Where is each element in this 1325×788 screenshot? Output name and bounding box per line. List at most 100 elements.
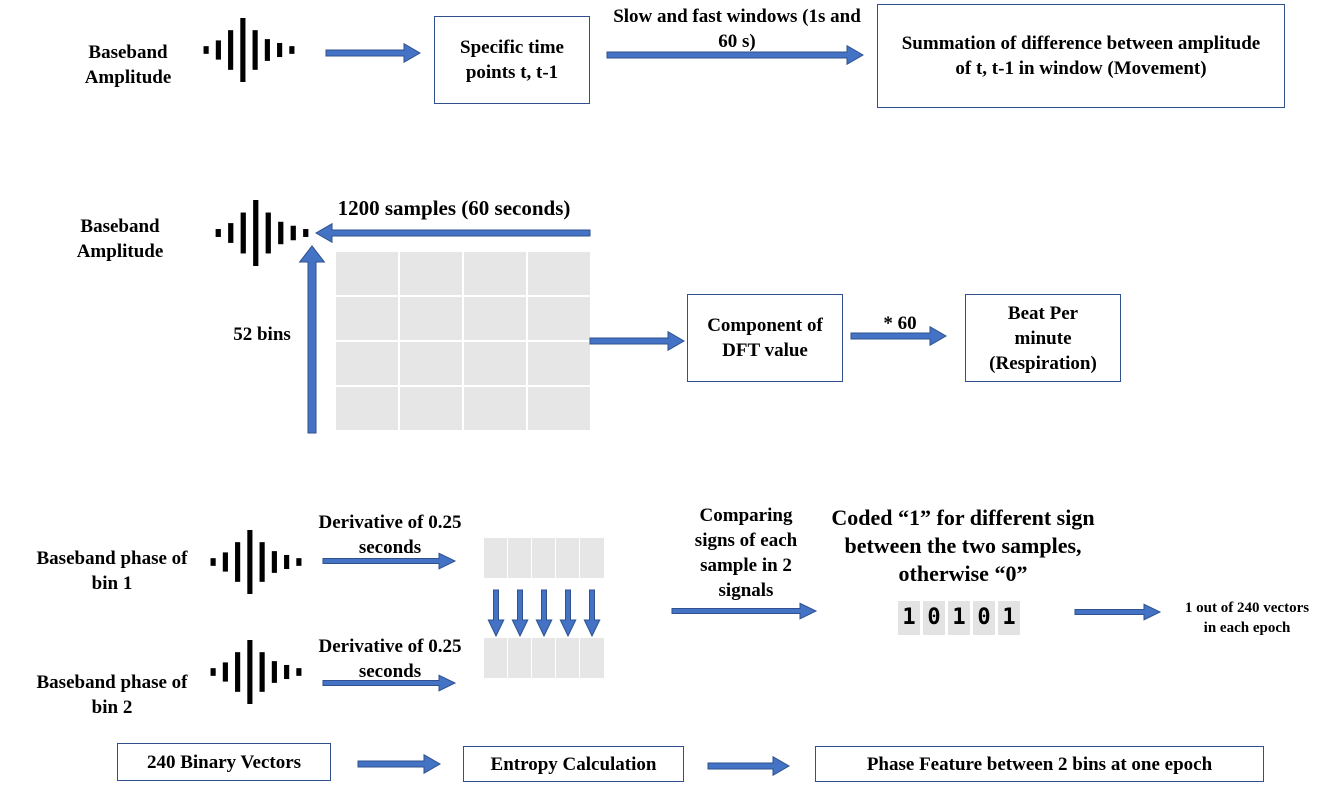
waveform-bar xyxy=(277,42,283,58)
waveform-bar xyxy=(247,640,253,704)
time-points-box: Specific time points t, t-1 xyxy=(434,16,590,104)
multiplier-label: * 60 xyxy=(883,313,917,334)
waveform-bar xyxy=(235,652,241,692)
signal-cell xyxy=(556,538,579,578)
waveform-bar xyxy=(203,46,209,54)
arrow-down-icon xyxy=(511,589,529,638)
derivative-label-1: Derivative of 0.25 seconds xyxy=(318,512,462,558)
waveform-bar xyxy=(235,542,241,582)
signal-cell xyxy=(580,638,604,678)
signal-cell xyxy=(484,538,507,578)
arrow-right-icon xyxy=(322,674,457,692)
arrow-right-icon xyxy=(589,330,685,352)
grid-cell xyxy=(336,252,398,295)
arrow-down-icon xyxy=(487,589,505,638)
grid-cell xyxy=(400,387,462,430)
waveform-bar xyxy=(284,554,290,570)
arrow-left-icon xyxy=(315,222,591,244)
waveform-bar xyxy=(259,542,265,582)
waveform-bar xyxy=(240,18,246,82)
arrow-down-icon xyxy=(559,589,577,638)
signal-cell xyxy=(484,638,507,678)
bin1-label: Baseband phase of bin 1 xyxy=(36,548,188,594)
grid-cell xyxy=(464,297,526,340)
phase-feature-box: Phase Feature between 2 bins at one epoc… xyxy=(815,746,1264,782)
dft-matrix-grid xyxy=(336,252,590,430)
arrow-right-icon xyxy=(671,602,818,620)
waveform-icon xyxy=(207,530,305,594)
row2-input-label: Baseband Amplitude xyxy=(76,216,164,262)
arrow-down-icon xyxy=(583,589,601,638)
waveform-bar xyxy=(289,46,295,54)
waveform-bar xyxy=(222,552,228,572)
samples-label: 1200 samples (60 seconds) xyxy=(337,196,571,220)
signal-cell xyxy=(532,638,555,678)
bit-cell: 0 xyxy=(923,601,945,635)
waveform-bar xyxy=(265,212,271,254)
waveform-bar xyxy=(303,229,309,237)
waveform-bar xyxy=(271,661,277,683)
waveform-bar xyxy=(215,40,221,60)
grid-cell xyxy=(464,252,526,295)
entropy-box: Entropy Calculation xyxy=(463,746,684,782)
waveform-bar xyxy=(252,30,258,70)
waveform-icon xyxy=(207,640,305,704)
grid-cell xyxy=(464,342,526,385)
waveform-bar xyxy=(210,558,216,566)
bins-label: 52 bins xyxy=(233,324,291,345)
arrow-right-icon xyxy=(1074,603,1162,621)
waveform-bar xyxy=(215,229,221,237)
grid-cell xyxy=(400,252,462,295)
dft-box: Component of DFT value xyxy=(687,294,843,382)
waveform-bar xyxy=(296,668,302,676)
bin2-label: Baseband phase of bin 2 xyxy=(36,672,188,718)
grid-cell xyxy=(528,387,590,430)
movement-box: Summation of difference between amplitud… xyxy=(877,4,1285,108)
bit-cell: 1 xyxy=(948,601,970,635)
signal-cell xyxy=(508,538,531,578)
arrow-right-icon xyxy=(850,325,947,347)
waveform-bar xyxy=(259,652,265,692)
signal-cell xyxy=(508,638,531,678)
binary-vectors-box: 240 Binary Vectors xyxy=(117,743,331,781)
waveform-bar xyxy=(228,223,234,243)
signal-cell xyxy=(556,638,579,678)
bit-cell: 0 xyxy=(973,601,995,635)
signal-cell xyxy=(532,538,555,578)
arrow-right-icon xyxy=(707,755,790,777)
grid-cell xyxy=(336,342,398,385)
waveform-bar xyxy=(271,551,277,573)
waveform-bar xyxy=(210,668,216,676)
waveform-bar xyxy=(247,530,253,594)
waveform-icon xyxy=(200,18,298,82)
signal-cells-top xyxy=(484,538,604,578)
arrow-right-icon xyxy=(357,753,441,775)
output-label: 1 out of 240 vectors in each epoch xyxy=(1184,600,1310,636)
arrow-up-icon xyxy=(298,245,326,434)
bit-cell: 1 xyxy=(898,601,920,635)
arrow-down-icon xyxy=(535,589,553,638)
window-label: Slow and fast windows (1s and 60 s) xyxy=(613,6,861,52)
arrow-right-icon xyxy=(325,42,421,64)
arrow-right-icon xyxy=(322,552,457,570)
grid-cell xyxy=(528,252,590,295)
grid-cell xyxy=(400,342,462,385)
waveform-bar xyxy=(228,30,234,70)
grid-cell xyxy=(400,297,462,340)
waveform-bar xyxy=(278,221,284,245)
row1-input-label: Baseband Amplitude xyxy=(84,42,172,88)
compare-label: Comparing signs of each sample in 2 sign… xyxy=(694,505,798,601)
grid-cell xyxy=(464,387,526,430)
bit-cell: 1 xyxy=(998,601,1020,635)
signal-cells-bottom xyxy=(484,638,604,678)
coded-label: Coded “1” for different sign between the… xyxy=(831,505,1095,586)
respiration-box: Beat Per minute (Respiration) xyxy=(965,294,1121,382)
waveform-bar xyxy=(240,212,246,254)
grid-cell xyxy=(528,297,590,340)
binary-code: 1 0 1 0 1 xyxy=(898,601,1022,635)
waveform-icon xyxy=(212,200,312,266)
grid-cell xyxy=(336,297,398,340)
waveform-bar xyxy=(264,39,270,61)
derivative-label-2: Derivative of 0.25 seconds xyxy=(318,636,462,682)
